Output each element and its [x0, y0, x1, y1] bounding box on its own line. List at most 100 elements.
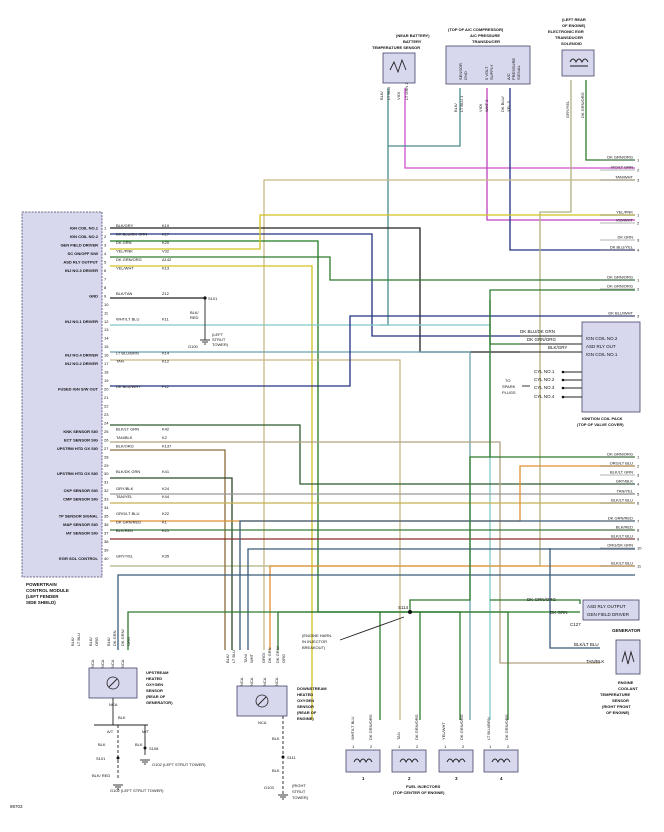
wire-ac-gnd: [388, 88, 461, 147]
pcm-pin-num-1: 2: [104, 234, 107, 239]
pcm-pin-wire-2: DK GRN: [116, 240, 132, 245]
pcm-pin-circuit-4: A142: [162, 257, 172, 262]
svg-text:LT GRN 2: LT GRN 2: [404, 82, 409, 100]
pcm-pin-wire-6: BLK/TAN: [116, 291, 132, 296]
svg-text:YEL/WHT: YEL/WHT: [441, 722, 446, 740]
right-edge-num-9: 3: [637, 314, 640, 319]
svg-text:G103: G103: [264, 785, 275, 790]
pcm-pin-circuit-6: Z12: [162, 291, 170, 296]
svg-text:NCA: NCA: [249, 677, 254, 686]
svg-text:DK GRN/ORG: DK GRN/ORG: [580, 92, 585, 118]
svg-text:DK GRN/: DK GRN/: [275, 645, 280, 663]
gen-connector: C127: [570, 622, 581, 627]
pcm-pin-circuit-12: K2: [162, 435, 168, 440]
ground-g102-b: G102 (LEFT STRUT TOWER): [152, 762, 206, 767]
injector-2-box: [391, 749, 427, 773]
pcm-pin-name-4: ASD RLY OUTPUT: [63, 259, 98, 264]
footer-code: 89703: [10, 804, 23, 809]
svg-text:TOWER): TOWER): [292, 795, 309, 800]
svg-text:VIO/: VIO/: [396, 91, 401, 100]
pcm-pin-num-extra-10: 22: [104, 403, 109, 408]
svg-text:COOLANT: COOLANT: [618, 686, 638, 691]
svg-text:STRUT: STRUT: [212, 337, 226, 342]
svg-text:SENSOR: SENSOR: [458, 63, 463, 80]
down-blk: BLK: [272, 768, 280, 773]
svg-text:NCA: NCA: [262, 677, 267, 686]
up-o2-ground-wire: BLK: [118, 715, 126, 720]
splice-s111: S111: [287, 755, 297, 760]
gen-pin-1: ASD RLY OUTPUT: [587, 604, 626, 609]
pcm-pin-wire-13: BLK/ORG: [116, 443, 134, 448]
svg-text:STRUT: STRUT: [292, 789, 306, 794]
pcm-pin-name-12: ECT SENSOR SIG: [64, 437, 98, 442]
wire-yel-wht: [110, 265, 313, 720]
cyl-4-label: CYL NO.4: [534, 394, 555, 399]
svg-text:(LEFT REAR: (LEFT REAR: [562, 17, 586, 22]
pcm-pin-circuit-14: K41: [162, 469, 170, 474]
right-edge-num-10: 1: [637, 455, 640, 460]
svg-text:YEL 3: YEL 3: [506, 100, 511, 112]
fuel-injectors: WHT/LT BLU DK GRN/ORG TAN DK GRN/ORG YEL…: [345, 714, 519, 795]
wire-blk-lt-blu-9: [247, 548, 635, 650]
splice-id: S114: [398, 605, 409, 610]
gen-wire-1: DK GRN/ORG: [527, 597, 557, 602]
pcm-pin-wire-7: WHT/LT BLU: [116, 316, 140, 321]
svg-text:DK GRN: DK GRN: [112, 630, 117, 646]
cyl-3-label: CYL NO.3: [534, 385, 555, 390]
pcm-pin-circuit-17: K22: [162, 511, 170, 516]
right-edge-num-19: 10: [637, 546, 642, 551]
wire-lt-blu-brn: [110, 351, 471, 720]
right-edge-wire-8: DK GRN/ORG: [607, 284, 633, 289]
svg-text:NCA: NCA: [110, 659, 115, 668]
pcm-pin-wire-4: DK GRN/ORG: [116, 257, 142, 262]
coil-input-3: BLK/GRY: [548, 345, 567, 350]
splice-s108: S108: [149, 746, 159, 751]
ac-pressure-transducer: (TOP OF A/C COMPRESSOR) A/C PRESSURE TRA…: [445, 27, 531, 112]
right-edge-wire-18: BLK/LT BLU: [611, 534, 633, 539]
pcm-pin-name-5: INJ NO.3 DRIVER: [65, 268, 98, 273]
pcm-pin-circuit-13: K137: [162, 443, 172, 448]
svg-text:DK GRN/ORG: DK GRN/ORG: [459, 714, 464, 740]
pcm-pin-circuit-16: K44: [162, 494, 170, 499]
battery-temp-sensor: (NEAR BATTERY) BATTERY TEMPERATURE SENSO…: [372, 33, 430, 100]
mt-label: M/T: [142, 729, 149, 734]
svg-text:TO: TO: [505, 378, 510, 383]
pcm-pin-num-0: 1: [104, 226, 107, 231]
wire-inj2-feed: [410, 611, 421, 720]
svg-text:GENERATOR): GENERATOR): [146, 700, 173, 705]
pcm-pin-wire-15: GRY/BLK: [116, 486, 134, 491]
svg-text:NCA: NCA: [239, 677, 244, 686]
wire-ect-gnd: [549, 548, 600, 649]
pcm-pin-num-5: 6: [104, 268, 107, 273]
right-edge-num-6: 4: [637, 248, 640, 253]
svg-text:BLK/: BLK/: [225, 653, 230, 663]
wire-blk-lt-grn: [110, 424, 635, 485]
pcm-pin-num-13: 27: [104, 446, 109, 451]
svg-text:LT BLU/BRN: LT BLU/BRN: [486, 717, 491, 740]
svg-text:2: 2: [507, 744, 510, 749]
pcm-pin-num-extra-17: 38: [104, 539, 109, 544]
pcm-pin-num-extra-11: 23: [104, 412, 109, 417]
svg-text:LT BLU: LT BLU: [76, 633, 81, 646]
pcm-pin-wire-20: GRY/YEL: [116, 554, 134, 559]
pcm-ground: S101 BLK/ RED G100 (LEFT STRUT TOWER): [188, 296, 229, 349]
svg-text:TOWER): TOWER): [212, 342, 229, 347]
pcm-pin-circuit-15: K24: [162, 486, 170, 491]
svg-text:FUEL INJECTORS: FUEL INJECTORS: [406, 784, 441, 789]
wire-inj3-feed: [410, 611, 461, 720]
svg-text:(REAR OF: (REAR OF: [297, 710, 317, 715]
svg-text:BLK/: BLK/: [106, 636, 111, 646]
svg-text:ORG: ORG: [94, 637, 99, 646]
splice-s114: S114 (ENGINE HARN. IN INJECTOR BREAKOUT): [302, 605, 412, 650]
pcm-pin-num-extra-9: 21: [104, 395, 109, 400]
wire-vio-wht: [486, 88, 635, 221]
pcm-pin-num-extra-13: 28: [104, 454, 109, 459]
pcm-pin-wire-10: DK BLU/WHT: [116, 384, 141, 389]
pcm-pin-num-8: 16: [104, 353, 109, 358]
svg-text:DOWNSTREAM: DOWNSTREAM: [297, 686, 327, 691]
coil-input-1: DK BLU/DK GRN: [520, 329, 555, 334]
svg-text:IN INJECTOR: IN INJECTOR: [302, 639, 327, 644]
pcm-pin-num-10: 20: [104, 387, 109, 392]
svg-text:2: 2: [370, 744, 373, 749]
